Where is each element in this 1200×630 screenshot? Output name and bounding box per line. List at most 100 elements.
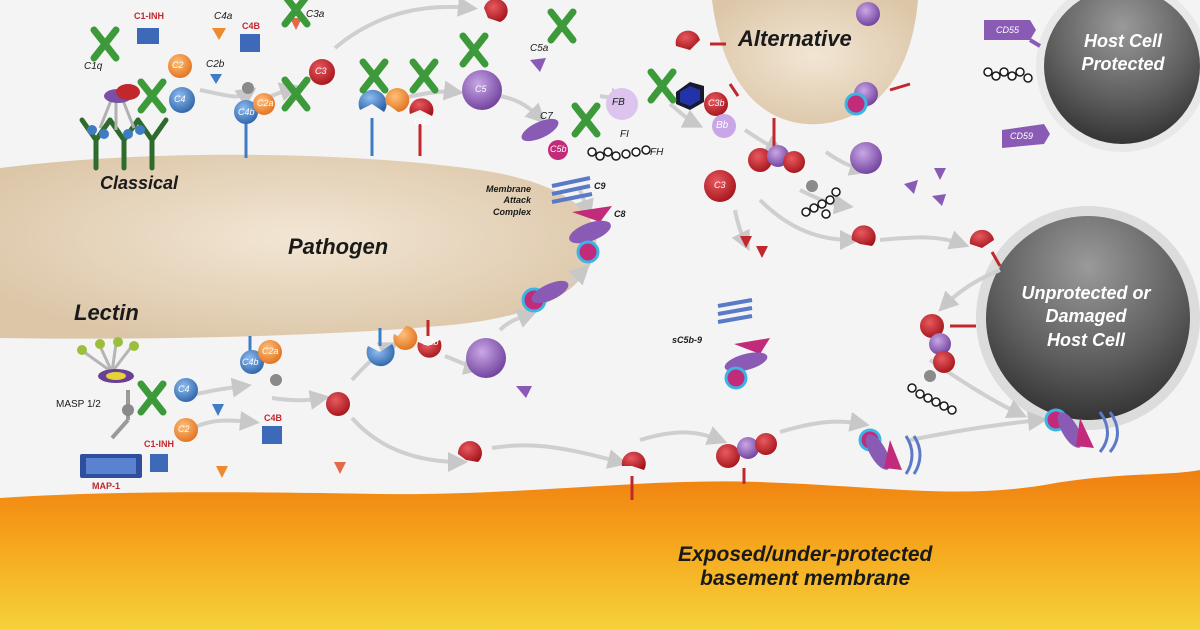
lectin-pathway-label: Lectin bbox=[74, 300, 139, 325]
c4a-fragment-lectin bbox=[216, 466, 228, 478]
c4-label-lectin: C4 bbox=[178, 384, 190, 394]
alternative-pathway-label: Alternative bbox=[738, 26, 852, 51]
factor-h-chain-4 bbox=[907, 383, 957, 415]
basement-membrane bbox=[0, 470, 1200, 630]
c9-label: C9 bbox=[594, 181, 606, 191]
mac-on-unprotected-cell bbox=[1044, 408, 1119, 453]
c3b-label-lectin: C3b bbox=[422, 337, 439, 347]
c5a-fragment bbox=[530, 58, 546, 72]
c3-convertase-lectin bbox=[240, 336, 282, 386]
inhibitor-x-icon bbox=[94, 30, 116, 58]
alternative-c3b-anchor bbox=[606, 30, 768, 258]
c2a-label-lectin: C2a bbox=[262, 346, 279, 356]
cd55-label: CD55 bbox=[996, 25, 1020, 35]
cd59-label: CD59 bbox=[1010, 131, 1034, 141]
c5a-label: C5a bbox=[530, 43, 549, 54]
c5b-label: C5b bbox=[550, 144, 567, 154]
c2a-label-classical: C2a bbox=[257, 98, 274, 108]
c1-inh-box-classical bbox=[137, 28, 159, 44]
c5-convertase-classical bbox=[358, 88, 434, 156]
alternative-convertase bbox=[748, 118, 946, 246]
alternative-surface bbox=[712, 0, 918, 125]
inhibitor-x-icon bbox=[413, 62, 435, 90]
c3a-fragment bbox=[290, 18, 302, 30]
inhibitor-x-icon bbox=[575, 106, 597, 134]
host-protected-regulators bbox=[844, 2, 1050, 148]
c5-label: C5 bbox=[475, 84, 487, 94]
c2-sphere-classical bbox=[168, 54, 192, 78]
sc5b9-complex bbox=[717, 298, 770, 390]
c3a-fragment-lectin bbox=[334, 462, 346, 474]
c2-sphere-lectin bbox=[174, 418, 198, 442]
c1-inh-box-lectin bbox=[150, 454, 168, 472]
c8-label: C8 bbox=[614, 209, 626, 219]
c1q-label: C1q bbox=[84, 61, 103, 72]
c4-sphere-classical bbox=[169, 87, 195, 113]
c4b-label-lectin-sphere: C4b bbox=[242, 357, 259, 367]
c5-sphere bbox=[462, 70, 502, 110]
c4b-label-classical-sphere: C4b bbox=[238, 107, 255, 117]
c4b-label-classical: C4B bbox=[242, 21, 261, 31]
c3-sphere-lectin bbox=[326, 392, 350, 416]
mac-on-membrane bbox=[858, 428, 922, 475]
factor-h-chain-2 bbox=[801, 187, 841, 219]
c3-sphere-classical bbox=[309, 59, 335, 85]
c3b-released bbox=[484, 0, 508, 22]
c3b-label-alternative: C3b bbox=[708, 98, 725, 108]
inhibitor-x-icon bbox=[463, 36, 485, 64]
map1-box bbox=[80, 454, 142, 478]
c4a-label: C4a bbox=[214, 11, 233, 22]
c1-inh-label-lectin: C1-INH bbox=[144, 439, 175, 449]
c2b-fragment-lectin bbox=[212, 404, 224, 416]
factor-h-chain-3 bbox=[983, 67, 1033, 83]
bb-label: Bb bbox=[716, 120, 729, 131]
inhibitor-x-icon bbox=[285, 80, 307, 108]
c3b-membrane-chain bbox=[457, 433, 777, 500]
c4b-box-classical bbox=[240, 34, 260, 52]
inhibitor-x-icon bbox=[141, 384, 163, 412]
c3-convertase-classical bbox=[234, 82, 275, 158]
c4a-fragment bbox=[212, 28, 226, 40]
c3a-label: C3a bbox=[306, 9, 325, 20]
fb-label: FB bbox=[612, 97, 625, 108]
host-cell-unprotected-sphere bbox=[976, 206, 1200, 430]
c2-label-classical: C2 bbox=[172, 60, 184, 70]
membrane-attack-complex-pathogen bbox=[521, 118, 612, 264]
classical-pathway-label: Classical bbox=[100, 173, 179, 193]
c2-label-lectin: C2 bbox=[178, 424, 190, 434]
masp-label: MASP 1/2 bbox=[56, 399, 101, 410]
c2b-fragment bbox=[210, 74, 222, 84]
host-cell-protected-label: Host Cell Protected bbox=[1081, 31, 1165, 75]
pathogen-label: Pathogen bbox=[288, 234, 389, 259]
c3b-label-classical: C3b bbox=[414, 117, 431, 127]
host-cell-unprotected-label: Unprotected or Damaged Host Cell bbox=[1021, 283, 1151, 350]
c1-label: C1 bbox=[124, 87, 135, 96]
pathogen-body bbox=[0, 154, 597, 339]
inhibitor-x-icon bbox=[363, 62, 385, 90]
sc5b9-label: sC5b-9 bbox=[672, 335, 703, 345]
c3-label-classical: C3 bbox=[315, 66, 327, 76]
host-cell-protected-sphere bbox=[1036, 0, 1200, 152]
mac-label: Membrane Attack Complex bbox=[486, 184, 532, 217]
c2b-label: C2b bbox=[206, 59, 225, 70]
mac-complex-lower bbox=[521, 280, 569, 313]
factor-h-chain-1 bbox=[587, 145, 651, 161]
fh-label: FH bbox=[650, 147, 664, 158]
c1-complex bbox=[116, 84, 140, 100]
basement-membrane-label: Exposed/under-protected basement membran… bbox=[678, 543, 933, 591]
c5-convertase-lectin bbox=[366, 320, 442, 367]
c5a-fragment-lectin bbox=[516, 386, 532, 398]
lectin-mbl-complex bbox=[77, 337, 139, 440]
c1-inh-label-classical: C1-INH bbox=[134, 11, 165, 21]
c5-sphere-lectin bbox=[466, 338, 506, 378]
inhibitor-x-icon bbox=[141, 82, 163, 110]
c7-label: C7 bbox=[540, 111, 553, 122]
c3b-unprotected-chain bbox=[920, 229, 1002, 382]
c4-sphere-lectin bbox=[174, 378, 198, 402]
c4b-box-lectin bbox=[262, 426, 282, 444]
c3-label-alternative: C3 bbox=[714, 180, 726, 190]
inhibitor-x-icon bbox=[551, 12, 573, 40]
fi-label: FI bbox=[620, 129, 629, 140]
c4b-label-lectin: C4B bbox=[264, 413, 283, 423]
